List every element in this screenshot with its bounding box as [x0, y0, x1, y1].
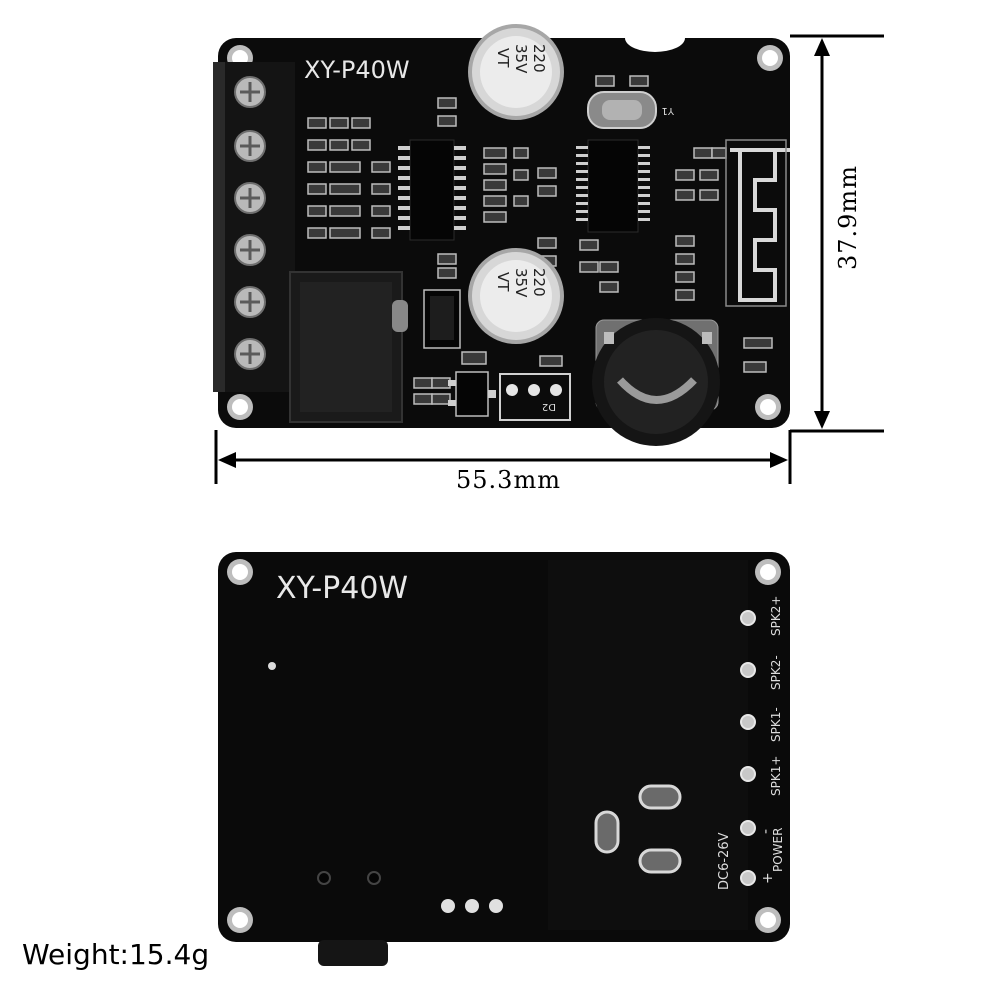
volume-potentiometer — [592, 318, 720, 446]
cap2-value: 220 — [530, 268, 548, 297]
pin-label-power-minus: - — [758, 829, 774, 834]
power-label: POWER — [771, 828, 785, 872]
mounting-holes-bottom — [227, 559, 781, 933]
bottom-model-label: XY-P40W — [276, 571, 408, 606]
cap2-voltage: 35V — [512, 268, 530, 298]
dimension-height — [790, 34, 884, 433]
electrolytic-capacitor-2: 220 35V VT — [468, 248, 564, 344]
crystal-label: Y1 — [662, 105, 675, 116]
cap2-series: VT — [494, 272, 512, 292]
dimension-width — [214, 430, 792, 484]
electrolytic-capacitor-1: 220 35V VT — [468, 24, 564, 120]
slot-pads — [594, 784, 682, 874]
width-arrow-right — [770, 452, 788, 468]
screw-terminal-block — [213, 62, 295, 392]
crystal-oscillator: Y1 — [587, 91, 675, 129]
amplifier-ic — [398, 139, 466, 241]
pin-label-spk1-minus: SPK1- — [769, 707, 783, 742]
pcb-antenna — [725, 139, 790, 307]
voltage-label: DC6-26V — [717, 832, 732, 890]
bluetooth-ic — [576, 139, 650, 233]
width-dimension-label: 55.3mm — [456, 466, 561, 494]
solder-pads — [740, 610, 756, 886]
height-dimension-label: 37.9mm — [834, 165, 862, 270]
top-board: XY-P40W — [213, 24, 790, 446]
pin-label-power-plus: + — [760, 872, 776, 884]
weight-label: Weight:15.4g — [22, 938, 210, 971]
diode-label: D2 — [542, 401, 556, 412]
knob-shadow — [318, 940, 388, 966]
three-pin-footprint: D2 — [499, 373, 571, 421]
cap1-series: VT — [494, 48, 512, 68]
bottom-board: XY-P40W SPK2+ SPK2- SPK1- SPK1+ - + POWE… — [218, 552, 790, 966]
pin-label-spk1-plus: SPK1+ — [769, 756, 783, 796]
height-arrow-top — [814, 38, 830, 56]
height-arrow-bottom — [814, 411, 830, 429]
pin-label-spk2-plus: SPK2+ — [769, 596, 783, 636]
dc-barrel-jack — [289, 271, 408, 423]
cap1-voltage: 35V — [512, 44, 530, 74]
cap1-value: 220 — [530, 44, 548, 73]
three-pin-pads-bottom — [441, 899, 503, 913]
vias — [317, 871, 381, 885]
smd-components — [307, 75, 773, 405]
power-transistor — [423, 289, 496, 417]
top-model-label: XY-P40W — [304, 56, 410, 84]
mounting-holes-top — [227, 45, 783, 420]
pin-label-spk2-minus: SPK2- — [769, 655, 783, 690]
width-arrow-left — [218, 452, 236, 468]
